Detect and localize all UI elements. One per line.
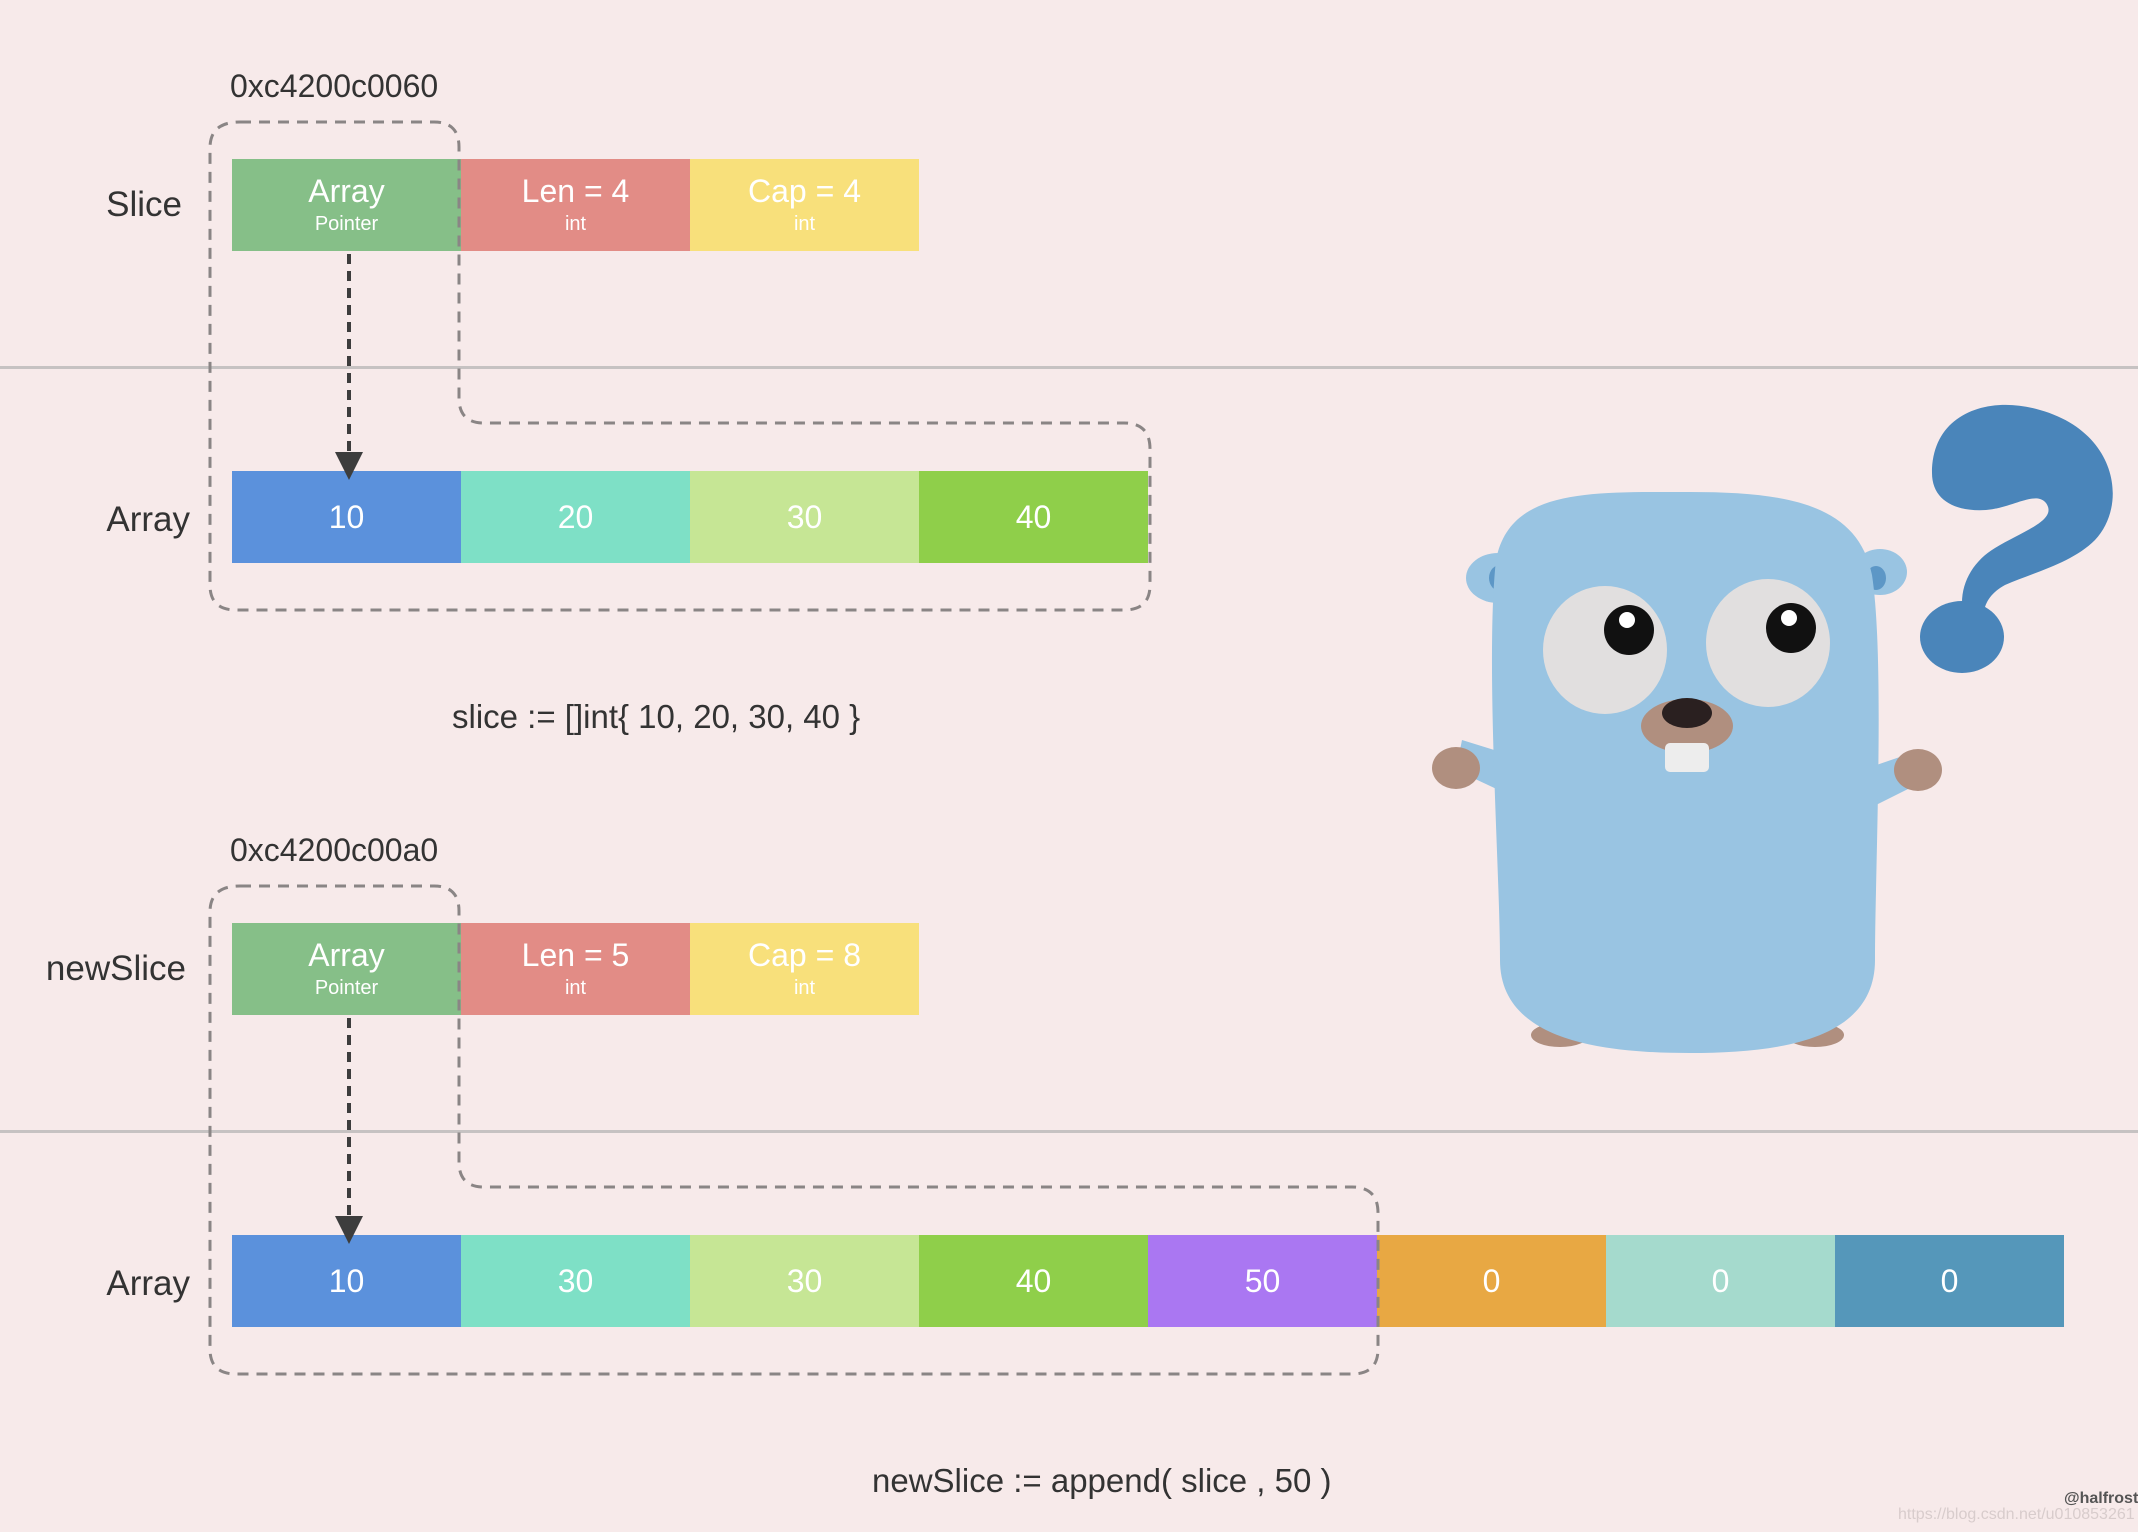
pointer-cell: Array Pointer	[232, 159, 461, 251]
cap-cell-type: int	[793, 212, 816, 235]
len-cell-type: int	[564, 212, 587, 235]
credit-text: @halfrost	[2064, 1490, 2138, 1507]
watermark-text: https://blog.csdn.net/u010853261	[1898, 1506, 2135, 1523]
cap-cell-label: Cap = 8	[748, 937, 861, 974]
bottom-code-caption: newSlice := append( slice , 50 )	[872, 1462, 1332, 1499]
pointer-cell: Array Pointer	[232, 923, 461, 1015]
pointer-cell-label: Array	[308, 937, 385, 974]
len-cell-label: Len = 5	[521, 937, 630, 974]
len-cell-label: Len = 4	[521, 173, 630, 210]
pointer-cell-type: Pointer	[314, 976, 379, 999]
top-array-cell: 40	[919, 471, 1148, 563]
len-cell: Len = 5 int	[461, 923, 690, 1015]
bottom-divider	[0, 1130, 2138, 1133]
bottom-address: 0xc4200c00a0	[230, 832, 439, 868]
bottom-array-label: Array	[106, 1264, 190, 1303]
bottom-array-cell: 0	[1835, 1235, 2064, 1327]
question-mark-icon	[1920, 404, 2113, 673]
top-divider	[0, 366, 2138, 369]
pointer-cell-label: Array	[308, 173, 385, 210]
bottom-array-cell: 50	[1148, 1235, 1377, 1327]
bottom-array-cell: 0	[1606, 1235, 1835, 1327]
cap-cell: Cap = 4 int	[690, 159, 919, 251]
cap-cell: Cap = 8 int	[690, 923, 919, 1015]
pointer-cell-type: Pointer	[314, 212, 379, 235]
bottom-array-cell: 10	[232, 1235, 461, 1327]
cap-cell-type: int	[793, 976, 816, 999]
bottom-array-cell: 40	[919, 1235, 1148, 1327]
bottom-array-cell: 30	[690, 1235, 919, 1327]
len-cell-type: int	[564, 976, 587, 999]
go-gopher-icon	[1432, 491, 1942, 1054]
top-array-cell: 30	[690, 471, 919, 563]
bottom-array-cell: 30	[461, 1235, 690, 1327]
len-cell: Len = 4 int	[461, 159, 690, 251]
top-array-label: Array	[106, 500, 190, 539]
bottom-array-cell: 0	[1377, 1235, 1606, 1327]
top-array-cell: 20	[461, 471, 690, 563]
slice-label: Slice	[106, 185, 182, 224]
new-slice-label: newSlice	[45, 949, 186, 988]
cap-cell-label: Cap = 4	[748, 173, 861, 210]
top-code-caption: slice := []int{ 10, 20, 30, 40 }	[452, 698, 861, 735]
top-address: 0xc4200c0060	[230, 68, 439, 104]
top-array-cell: 10	[232, 471, 461, 563]
